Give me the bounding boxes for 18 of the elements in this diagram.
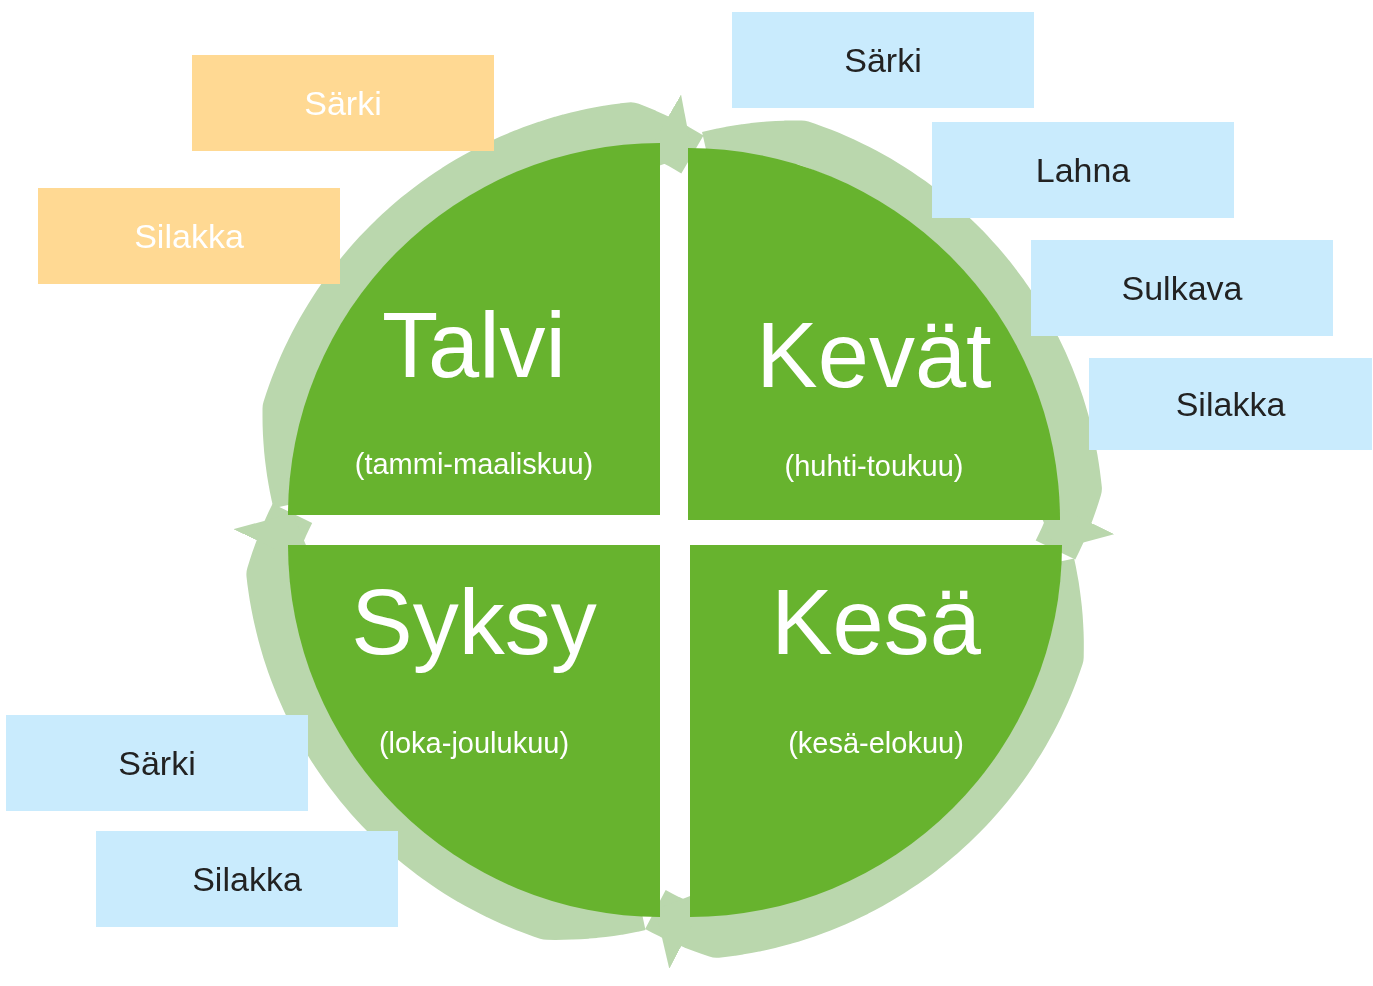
quadrant-sector: [288, 143, 660, 515]
season-title: Syksy: [351, 570, 597, 675]
season-title: Kesä: [771, 570, 981, 675]
fish-label-box: Lahna: [932, 122, 1234, 218]
fish-label-box: Silakka: [96, 831, 398, 927]
quadrant-sector: [690, 545, 1062, 917]
fish-label-box: Silakka: [38, 188, 340, 284]
fish-label-box: Sulkava: [1031, 240, 1333, 336]
month-range: (loka-joulukuu): [378, 727, 570, 760]
season-title: Talvi: [381, 293, 566, 398]
fish-label-box: Silakka: [1089, 358, 1372, 450]
fish-label-box: Särki: [6, 715, 308, 811]
month-range: (tammi-maaliskuu): [354, 448, 594, 481]
fish-label-box: Särki: [192, 55, 494, 151]
month-range: (kesä-elokuu): [788, 727, 964, 760]
month-range: (huhti-toukuu): [784, 450, 964, 483]
fish-label-box: Särki: [732, 12, 1034, 108]
season-title: Kevät: [756, 303, 992, 408]
